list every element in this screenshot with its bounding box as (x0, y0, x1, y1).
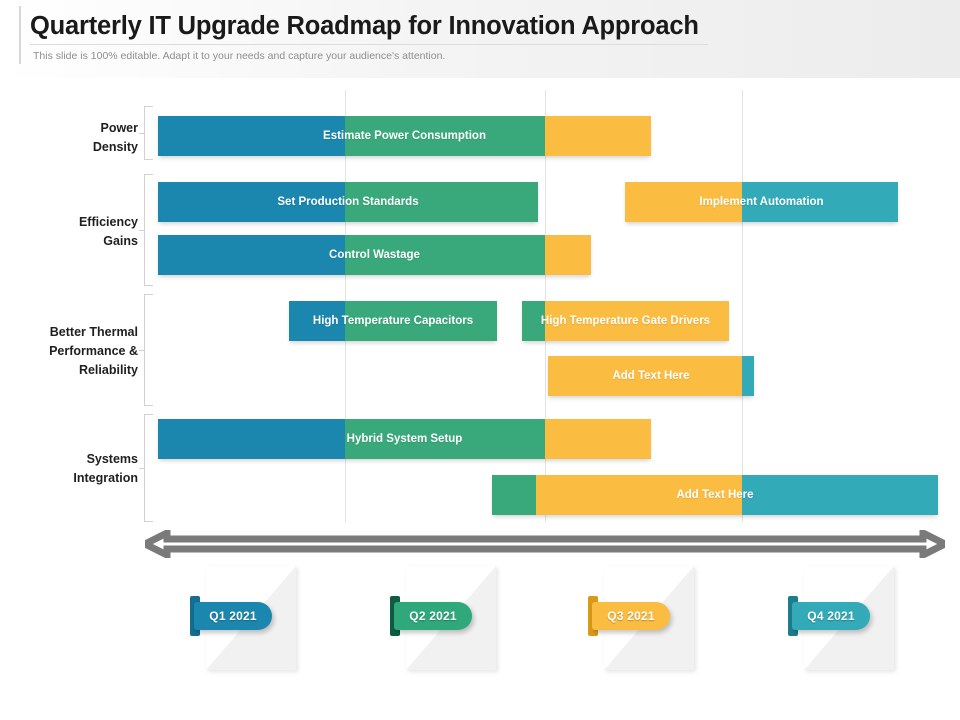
bar-segment-blue (158, 116, 345, 156)
quarter-label: Q1 2021 (209, 609, 257, 623)
row-label-better-thermal: Better Thermal Performance & Reliability (8, 323, 138, 380)
bar-set-production-standards[interactable]: Set Production Standards (158, 182, 538, 222)
gridline-q3-q4 (742, 90, 743, 522)
timeline-axis-arrow (137, 527, 953, 561)
bar-systems-add-text-here[interactable]: Add Text Here (492, 475, 938, 515)
quarter-ribbon[interactable]: Q2 2021 (394, 602, 472, 630)
row-brace-efficiency-gains (144, 174, 153, 286)
row-label-line-1: Better Thermal (49, 325, 138, 339)
row-label-systems-integration: Systems Integration (8, 450, 138, 488)
row-brace-systems-integration (144, 414, 153, 522)
bar-segment-teal (742, 475, 938, 515)
quarter-marker-q2[interactable]: Q2 2021 (390, 566, 510, 676)
row-label-line-1: Power (100, 121, 138, 135)
row-label-line-2: Gains (103, 234, 138, 248)
row-label-line-3: Reliability (78, 363, 138, 377)
quarter-ribbon[interactable]: Q1 2021 (194, 602, 272, 630)
bar-segment-green (345, 301, 497, 341)
page-title: Quarterly IT Upgrade Roadmap for Innovat… (30, 12, 699, 40)
row-label-line-2: Integration (73, 471, 138, 485)
bar-segment-green (492, 475, 536, 515)
bar-segment-yellow (536, 475, 742, 515)
bar-high-temperature-capacitors[interactable]: High Temperature Capacitors (289, 301, 497, 341)
bar-implement-automation[interactable]: Implement Automation (625, 182, 898, 222)
bar-segment-green (345, 419, 545, 459)
title-accent-bar (19, 6, 21, 64)
bar-hybrid-system-setup[interactable]: Hybrid System Setup (158, 419, 651, 459)
quarter-label: Q3 2021 (607, 609, 655, 623)
quarter-label: Q2 2021 (409, 609, 457, 623)
bar-segment-yellow (548, 356, 742, 396)
bar-segment-yellow (545, 235, 591, 275)
row-label-power-density: Power Density (8, 119, 138, 157)
quarter-ribbon[interactable]: Q3 2021 (592, 602, 670, 630)
bar-thermal-add-text-here[interactable]: Add Text Here (548, 356, 754, 396)
quarter-marker-q1[interactable]: Q1 2021 (190, 566, 310, 676)
bar-segment-blue (158, 235, 345, 275)
bar-high-temperature-gate-drivers[interactable]: High Temperature Gate Drivers (522, 301, 729, 341)
bar-segment-blue (158, 182, 345, 222)
row-label-line-1: Efficiency (78, 215, 138, 229)
row-brace-power-density (144, 106, 153, 160)
bar-segment-yellow (545, 419, 651, 459)
row-label-efficiency-gains: Efficiency Gains (8, 213, 138, 251)
bar-segment-green (345, 116, 545, 156)
bar-segment-green (522, 301, 545, 341)
bar-segment-teal (742, 182, 898, 222)
row-label-line-2: Performance & (49, 344, 138, 358)
row-label-line-1: Systems (86, 452, 138, 466)
bar-segment-teal (742, 356, 754, 396)
bar-estimate-power-consumption[interactable]: Estimate Power Consumption (158, 116, 651, 156)
bar-segment-blue (289, 301, 345, 341)
page-subtitle: This slide is 100% editable. Adapt it to… (33, 50, 446, 62)
quarter-marker-q3[interactable]: Q3 2021 (588, 566, 708, 676)
title-divider (30, 44, 708, 45)
quarter-ribbon[interactable]: Q4 2021 (792, 602, 870, 630)
quarter-label: Q4 2021 (807, 609, 855, 623)
bar-segment-green (345, 235, 545, 275)
slide-header: Quarterly IT Upgrade Roadmap for Innovat… (0, 0, 960, 78)
row-brace-better-thermal (144, 294, 153, 406)
bar-segment-yellow (625, 182, 742, 222)
bar-segment-green (345, 182, 538, 222)
bar-segment-yellow (545, 116, 651, 156)
bar-control-wastage[interactable]: Control Wastage (158, 235, 591, 275)
roadmap-chart: Power Density Estimate Power Consumption… (0, 78, 960, 720)
row-label-line-2: Density (92, 140, 138, 154)
bar-segment-blue (158, 419, 345, 459)
bar-segment-yellow (545, 301, 729, 341)
quarter-marker-q4[interactable]: Q4 2021 (788, 566, 908, 676)
